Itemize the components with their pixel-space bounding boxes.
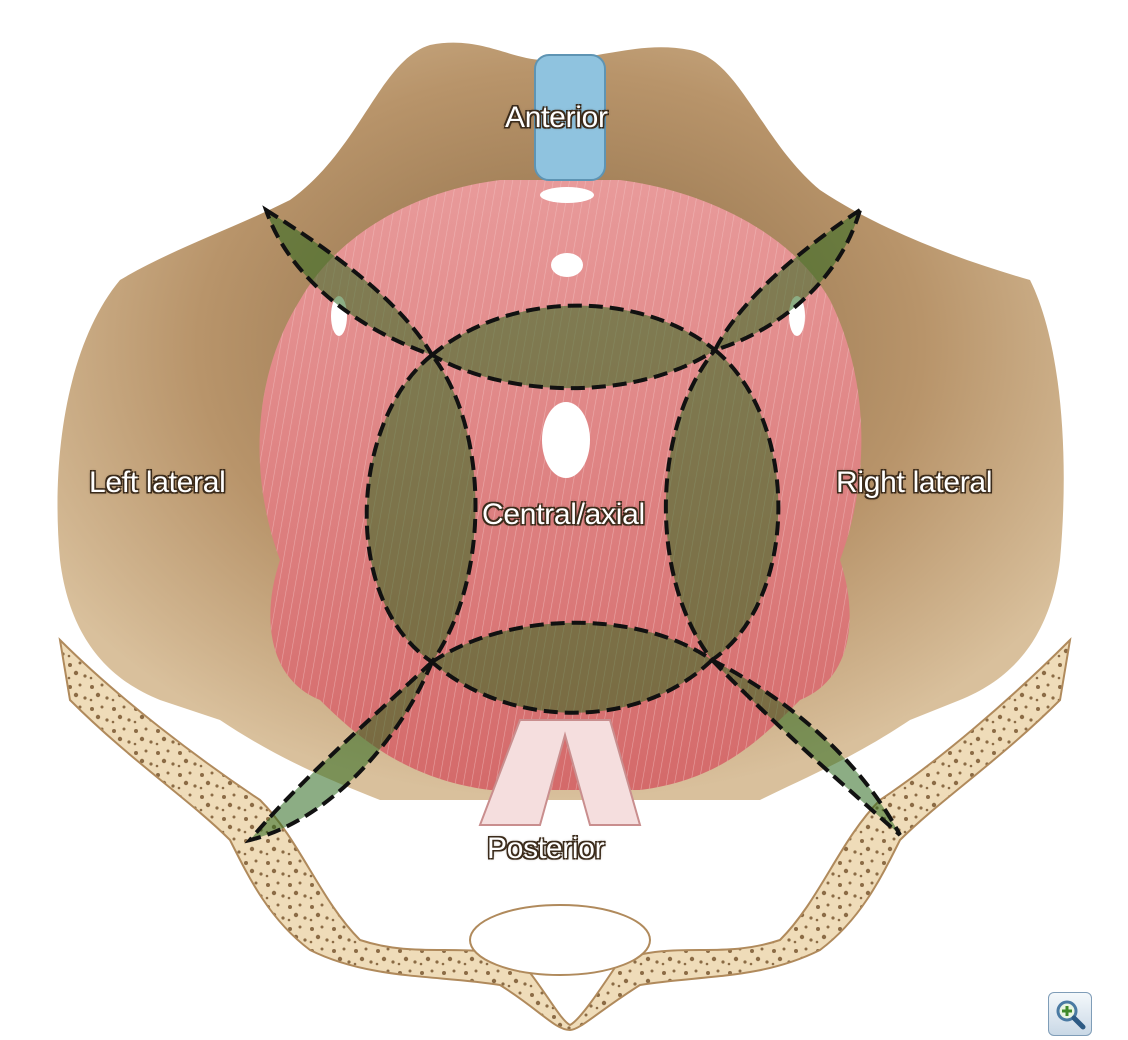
region-right-posterior-lens: [710, 658, 902, 837]
label-left-lateral: Left lateral: [89, 466, 226, 499]
region-left-posterior-lens: [244, 660, 434, 844]
region-left-anterior-lens: [262, 205, 437, 359]
coccyx-tendon: [478, 719, 642, 826]
sacral-foramen: [469, 904, 651, 976]
region-overlays: [244, 205, 902, 844]
opening-2: [551, 253, 583, 277]
label-central-axial: Central/axial: [482, 498, 645, 531]
urethra: [534, 54, 606, 181]
label-anterior: Anterior: [505, 101, 608, 134]
zoom-in-icon: [1056, 1000, 1086, 1030]
sacrum-bone: [58, 637, 1072, 1032]
label-right-lateral: Right lateral: [836, 466, 993, 499]
opening-3: [542, 402, 590, 478]
opening-1: [540, 187, 594, 203]
region-right-anterior-lens: [711, 205, 864, 354]
zoom-in-button[interactable]: [1048, 992, 1092, 1036]
label-posterior: Posterior: [487, 832, 605, 865]
